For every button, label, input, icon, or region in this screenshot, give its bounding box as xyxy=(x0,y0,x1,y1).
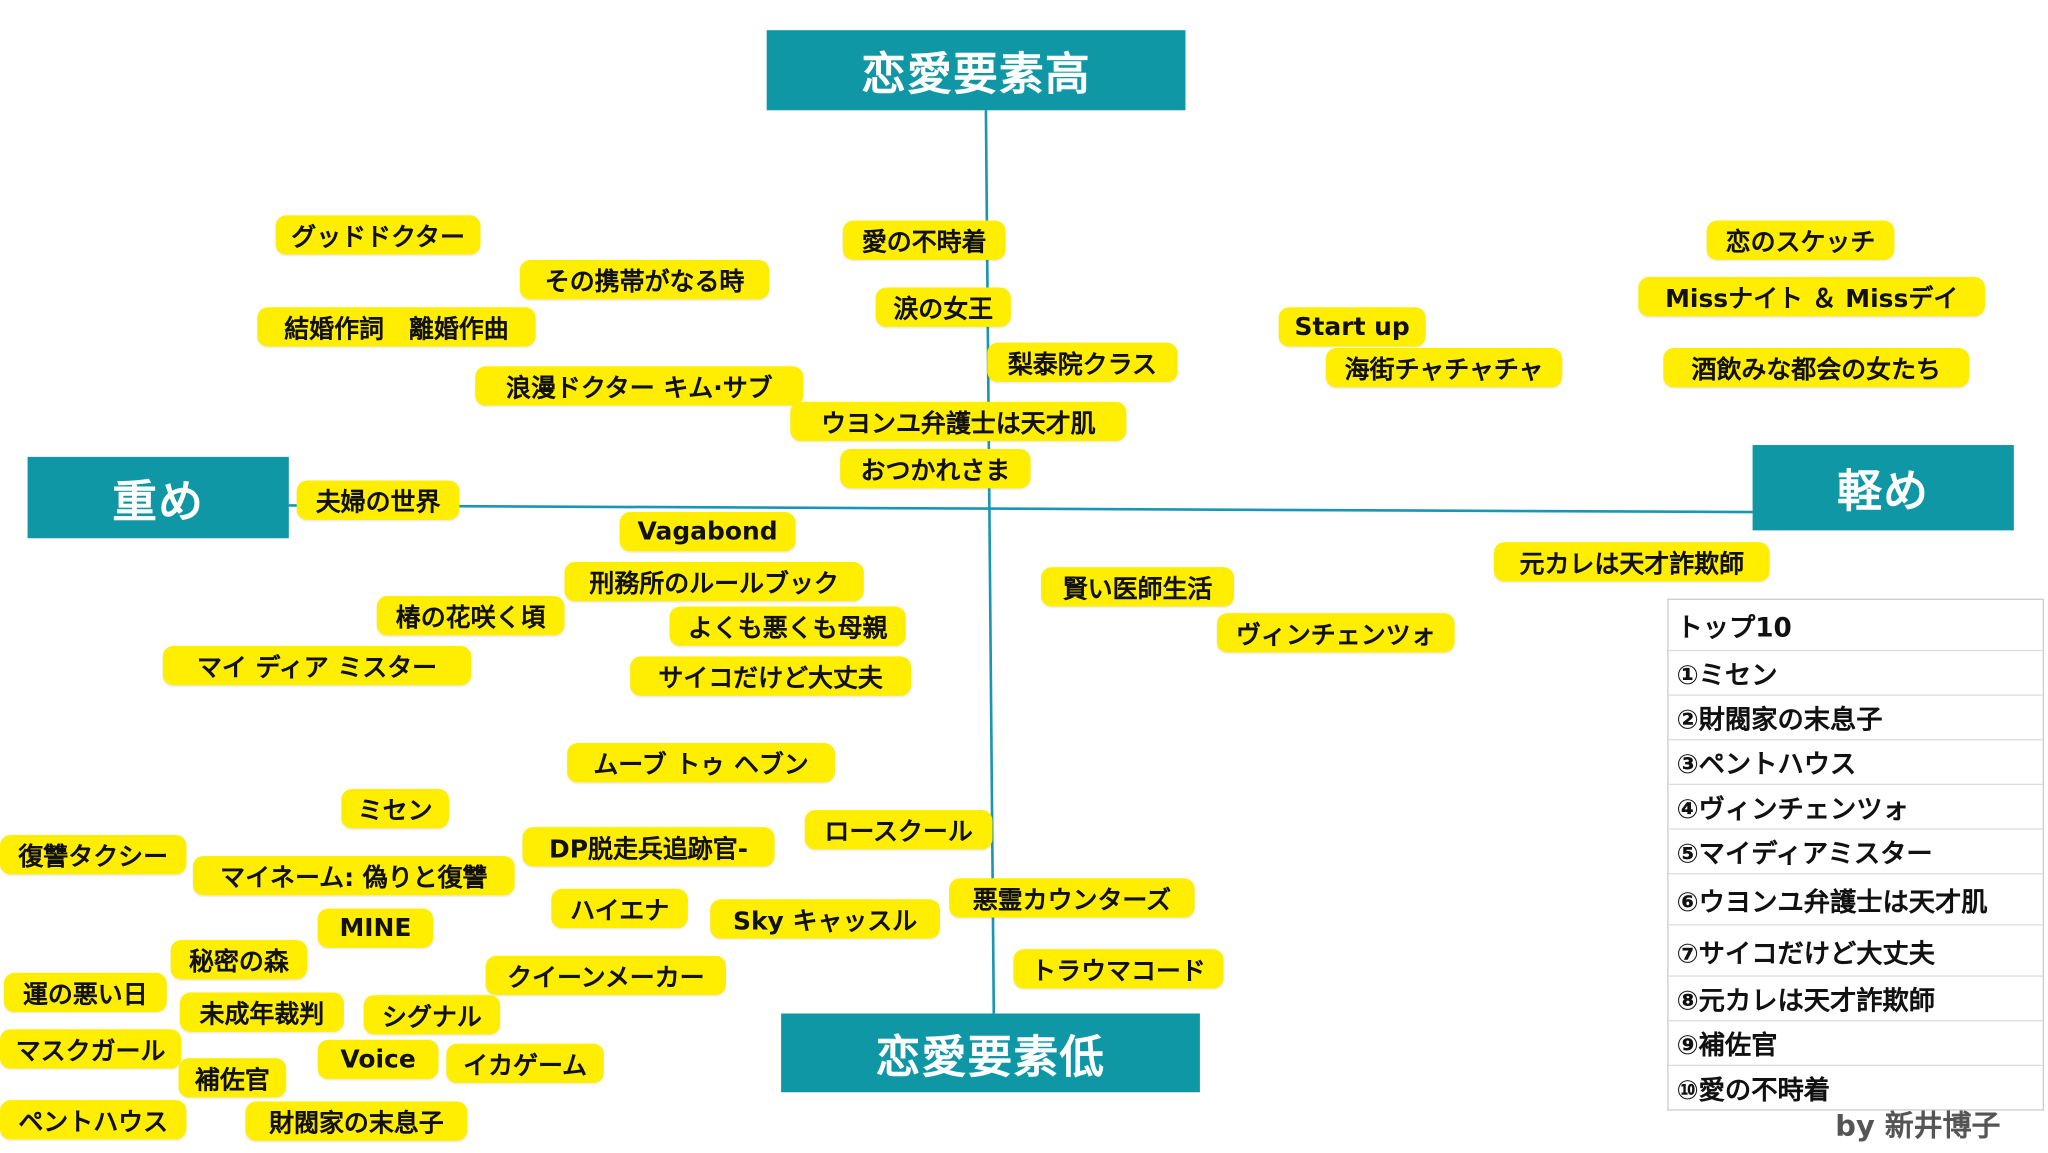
drama-chip: Vagabond xyxy=(619,511,796,552)
drama-chip: 復讐タクシー xyxy=(0,834,187,875)
top10-row: ⑦サイコだけど大丈夫 xyxy=(1668,926,2043,977)
drama-chip: Start up xyxy=(1278,307,1426,347)
top10-row: ⑨補佐官 xyxy=(1668,1021,2043,1066)
drama-chip: 恋のスケッチ xyxy=(1706,220,1895,260)
drama-chip: ミセン xyxy=(341,788,449,829)
top10-row: ⑤マイディアミスター xyxy=(1668,830,2043,875)
drama-chip: 椿の花咲く頃 xyxy=(376,596,565,636)
author-credit: by 新井博子 xyxy=(1835,1110,2001,1144)
top10-row: ⑥ウヨンユ弁護士は天才肌 xyxy=(1668,874,2043,926)
drama-chip: 賢い医師生活 xyxy=(1041,567,1235,607)
drama-chip: Sky キャッスル xyxy=(710,899,940,939)
drama-chip: 悪霊カウンターズ xyxy=(949,878,1195,918)
drama-chip: 酒飲みな都会の女たち xyxy=(1663,347,1970,388)
drama-chip: 運の悪い日 xyxy=(3,972,167,1013)
drama-chip: 元カレは天才詐欺師 xyxy=(1493,542,1770,582)
axis-label-left: 重め xyxy=(27,456,289,539)
drama-chip: 涙の女王 xyxy=(875,287,1011,327)
drama-chip: イカゲーム xyxy=(446,1043,604,1084)
drama-chip: その携帯がなる時 xyxy=(519,259,770,300)
axis-label-right: 軽め xyxy=(1752,445,2014,531)
drama-chip: マイ ディア ミスター xyxy=(162,645,472,686)
drama-chip: Voice xyxy=(317,1039,439,1080)
drama-chip: 夫婦の世界 xyxy=(296,480,460,520)
horizontal-axis-line xyxy=(288,504,1753,514)
axis-label-top: 恋愛要素高 xyxy=(766,30,1186,111)
top10-row: ①ミセン xyxy=(1668,651,2043,696)
drama-chip: 海街チャチャチャ xyxy=(1325,347,1563,388)
drama-chip: ヴィンチェンツォ xyxy=(1216,613,1455,653)
drama-chip: サイコだけど大丈夫 xyxy=(630,656,912,696)
drama-chip: 刑務所のルールブック xyxy=(564,561,864,602)
axis-label-bottom: 恋愛要素低 xyxy=(781,1013,1200,1093)
top10-row: ④ヴィンチェンツォ xyxy=(1668,785,2043,830)
drama-chip: ウヨンユ弁護士は天才肌 xyxy=(790,401,1127,442)
top10-row: ②財閥家の末息子 xyxy=(1668,696,2043,741)
drama-chip: マイネーム: 偽りと復讐 xyxy=(192,855,515,896)
drama-chip: 結婚作詞 離婚作曲 xyxy=(257,307,536,347)
drama-chip: 梨泰院クラス xyxy=(987,342,1178,383)
drama-chip: 未成年裁判 xyxy=(179,992,344,1032)
drama-chip: 愛の不時着 xyxy=(842,220,1006,260)
drama-chip: おつかれさま xyxy=(840,448,1031,489)
drama-chip: 財閥家の末息子 xyxy=(245,1101,468,1141)
drama-chip: グッドドクター xyxy=(275,215,481,255)
drama-chip: 浪漫ドクター キム·サブ xyxy=(475,366,804,406)
drama-chip: クイーンメーカー xyxy=(485,955,726,996)
top10-row: ⑧元カレは天才詐欺師 xyxy=(1668,977,2043,1022)
drama-chip: 補佐官 xyxy=(178,1058,287,1098)
drama-chip: DP脱走兵追跡官- xyxy=(522,827,775,867)
top10-header: トップ10 xyxy=(1668,600,2043,652)
drama-chip: ペントハウス xyxy=(0,1100,187,1140)
drama-chip: ムーブ トゥ ヘブン xyxy=(567,743,835,783)
top10-table: トップ10 ①ミセン ②財閥家の末息子 ③ペントハウス ④ヴィンチェンツォ ⑤マ… xyxy=(1667,598,2045,1111)
drama-chip: マスクガール xyxy=(0,1029,182,1069)
drama-chip: トラウマコード xyxy=(1013,949,1224,989)
drama-chip: 秘密の森 xyxy=(170,939,308,980)
drama-chip: Missナイト ＆ Missデイ xyxy=(1638,277,1985,317)
drama-chip: MINE xyxy=(317,908,434,948)
drama-chip: ハイエナ xyxy=(551,888,688,929)
drama-chip: ロースクール xyxy=(804,809,993,850)
drama-chip: シグナル xyxy=(363,995,501,1035)
top10-row: ③ペントハウス xyxy=(1668,740,2043,786)
top10-row: ⑩愛の不時着 xyxy=(1676,1073,1830,1106)
drama-chip: よくも悪くも母親 xyxy=(669,606,906,646)
